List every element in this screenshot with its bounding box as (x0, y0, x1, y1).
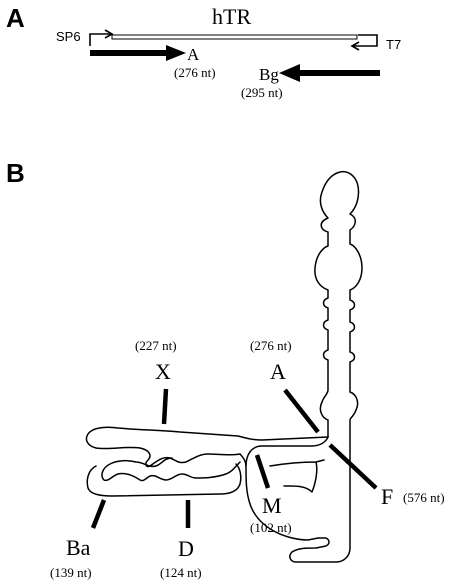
panel-a: A hTR SP6 T7 A (276 nt) Bg (295 nt) (6, 3, 401, 100)
probe-bg-arrow (279, 64, 380, 82)
probe-a-bar (283, 388, 320, 434)
probe-x-bar (161, 388, 169, 425)
left-arm-upper (85, 426, 329, 468)
sp6-label: SP6 (56, 29, 81, 44)
probe-ba-bar (90, 499, 107, 529)
probe-a-size: (276 nt) (174, 65, 216, 80)
panel-a-letter: A (6, 3, 25, 33)
probe-ba-name: Ba (66, 535, 91, 560)
probe-f-size: (576 nt) (403, 490, 445, 505)
probe-a-size-b: (276 nt) (250, 338, 292, 353)
t7-promoter-arrow (353, 34, 378, 47)
probe-bg-name: Bg (259, 65, 279, 84)
left-arm-bottom-loop (86, 463, 242, 497)
inner-loop-m-inner (269, 459, 325, 493)
probe-m-name: M (262, 493, 282, 518)
probe-bars (90, 388, 378, 529)
inner-loop-m (245, 436, 329, 541)
htr-title: hTR (212, 4, 251, 29)
sp6-arrowhead (104, 29, 114, 39)
probe-a-name: A (187, 45, 200, 64)
probe-f-name: F (381, 484, 393, 509)
t7-label: T7 (386, 37, 401, 52)
left-arm-lower (101, 453, 247, 482)
probe-bg-size: (295 nt) (241, 85, 283, 100)
probe-a-name-b: A (270, 359, 286, 384)
panel-b-letter: B (6, 158, 25, 188)
stem-left-strand (289, 170, 363, 563)
sp6-promoter-arrow (89, 33, 111, 46)
probe-d-name: D (178, 536, 194, 561)
probe-x-name: X (155, 359, 171, 384)
probe-m-bar (254, 454, 271, 489)
t7-arrowhead (350, 41, 360, 51)
probe-a-arrow (90, 45, 186, 61)
probe-x-size: (227 nt) (135, 338, 177, 353)
probe-f-bar (328, 443, 378, 490)
probe-ba-size: (139 nt) (50, 565, 92, 580)
htr-template-bar (111, 34, 358, 40)
hTR-secondary-structure (85, 170, 363, 563)
panel-b: B (227 nt) X (276 nt) A M (6, 158, 445, 580)
probe-d-size: (124 nt) (160, 565, 202, 580)
probe-m-size: (102 nt) (250, 520, 292, 535)
